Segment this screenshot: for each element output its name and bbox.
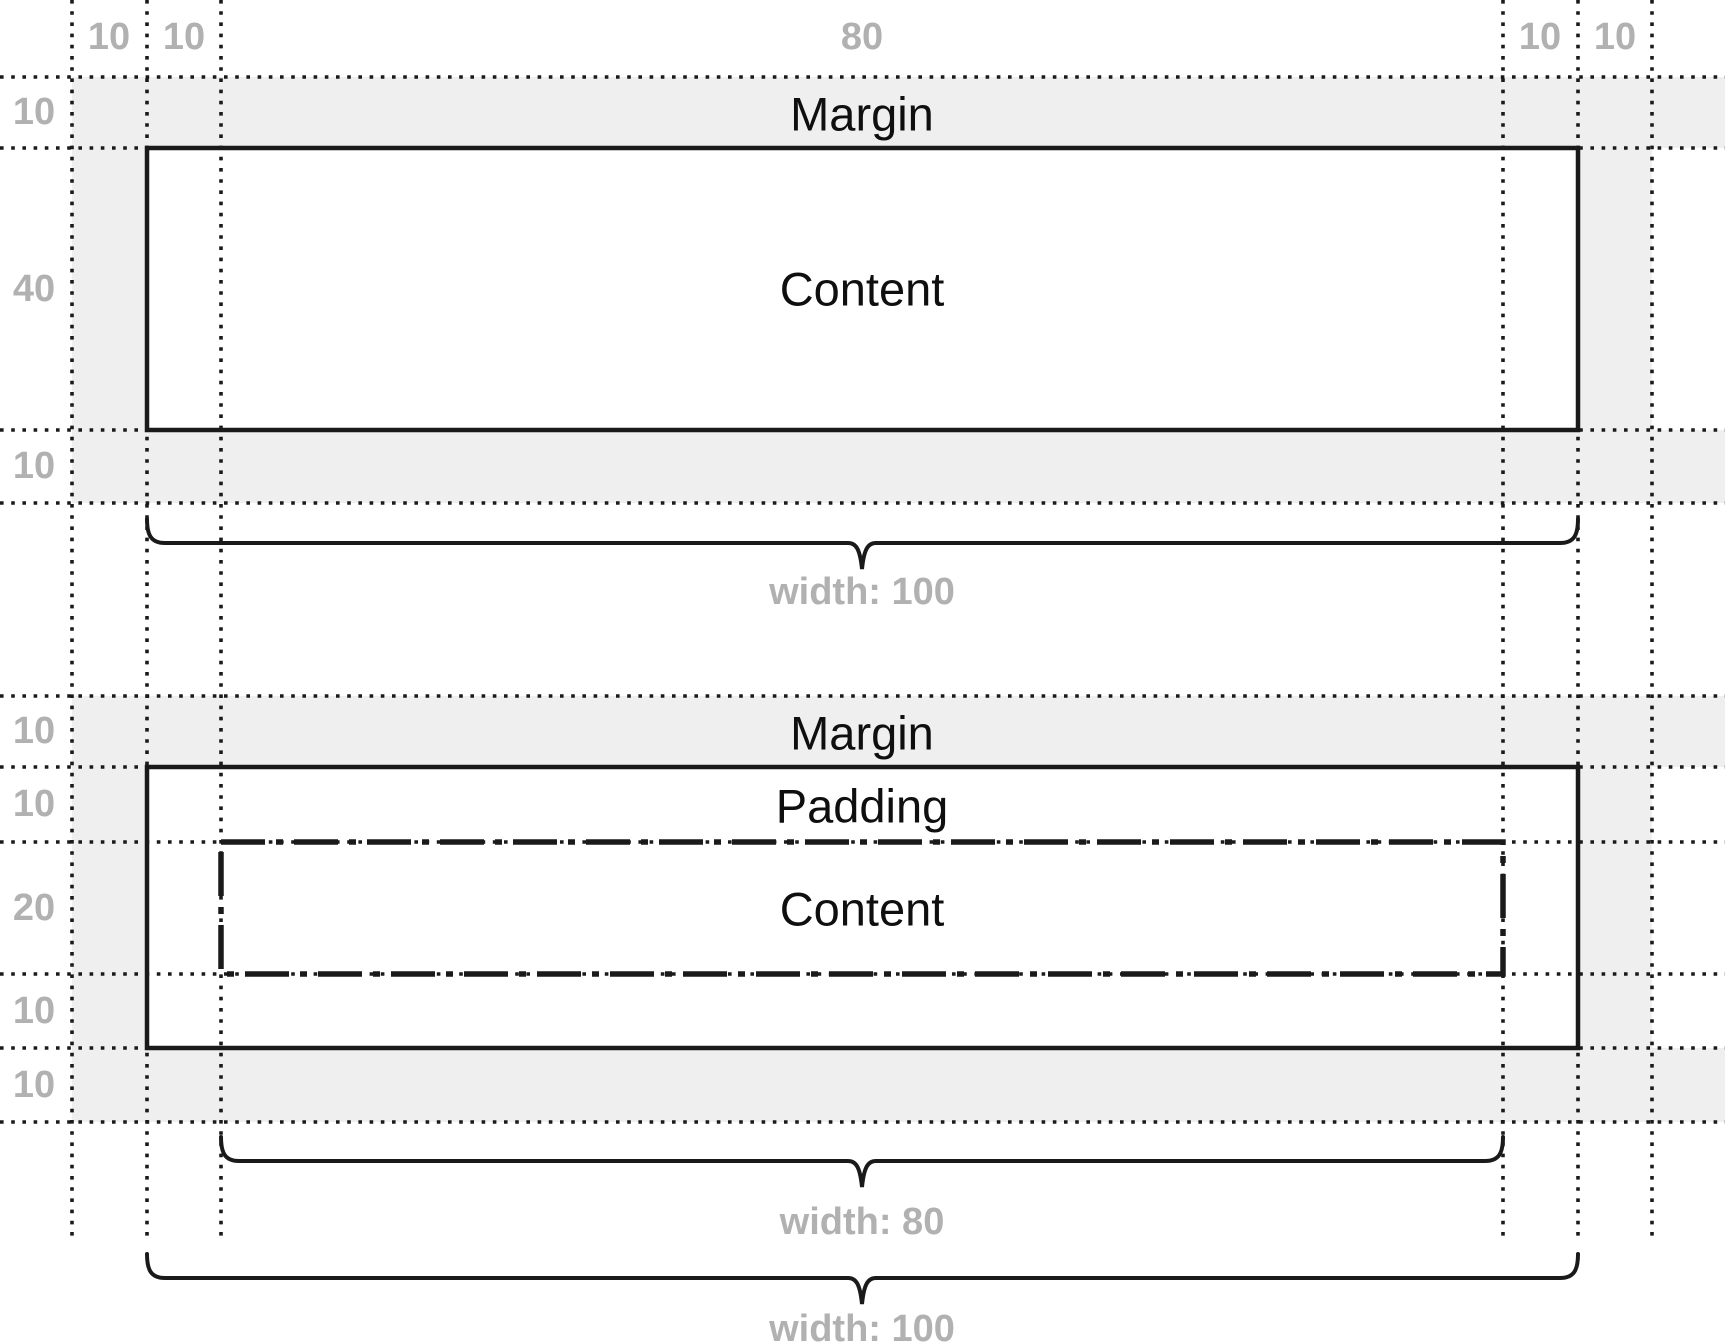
- d2-left-dimension-column: 10 10 20 10 10: [13, 710, 55, 1106]
- d2-margin-band-top: [72, 696, 1725, 767]
- d2-box-width-caption: width: 100: [768, 1308, 955, 1342]
- d2-content-width-brace: [219, 1135, 1505, 1188]
- d1-margin-label: Margin: [790, 88, 934, 141]
- d1-left-dimension-column: 10 40 10: [13, 91, 55, 487]
- d1-box-interior: [147, 148, 1578, 430]
- d2-padding-label: Padding: [776, 780, 949, 833]
- top-dim-margin-left: 10: [88, 16, 130, 58]
- d2-content-border: [218, 839, 1506, 977]
- d1-width-brace: [145, 517, 1580, 570]
- d2-element-border: [144, 764, 1581, 1051]
- d1-width-caption: width: 100: [768, 571, 955, 613]
- d2-dim-margin-bottom: 10: [13, 1064, 55, 1106]
- d1-element-border: [144, 145, 1581, 433]
- d2-dim-margin-top: 10: [13, 710, 55, 752]
- diagram1-margin-areas: [72, 77, 1725, 503]
- d2-margin-label: Margin: [790, 707, 934, 760]
- d1-dim-content-height: 40: [13, 268, 55, 310]
- d2-dim-padding-top: 10: [13, 783, 55, 825]
- diagram2-margin-areas: [72, 696, 1725, 1122]
- d2-content-width-caption: width: 80: [779, 1201, 945, 1243]
- d1-margin-band-top: [72, 77, 1725, 148]
- top-dim-margin-right: 10: [1594, 16, 1636, 58]
- d1-margin-strip-left: [72, 148, 147, 430]
- d2-margin-strip-left: [72, 767, 147, 1048]
- top-dim-content: 80: [841, 16, 883, 58]
- d2-margin-band-bottom: [72, 1048, 1725, 1122]
- d1-dim-margin-top: 10: [13, 91, 55, 133]
- d2-box-interior: [147, 767, 1578, 1048]
- d2-dim-padding-bottom: 10: [13, 990, 55, 1032]
- d2-box-width-brace: [145, 1252, 1580, 1305]
- d2-content-label: Content: [780, 883, 945, 936]
- top-dim-padding-left: 10: [163, 16, 205, 58]
- d1-margin-band-bottom: [72, 430, 1725, 503]
- d1-margin-strip-right: [1578, 148, 1652, 430]
- d1-dim-margin-bottom: 10: [13, 445, 55, 487]
- d1-content-label: Content: [780, 263, 945, 316]
- d2-dim-content-height: 20: [13, 887, 55, 929]
- top-dim-padding-right: 10: [1519, 16, 1561, 58]
- d2-margin-strip-right: [1578, 767, 1652, 1048]
- top-dimension-row: 10 10 80 10 10: [88, 16, 1636, 58]
